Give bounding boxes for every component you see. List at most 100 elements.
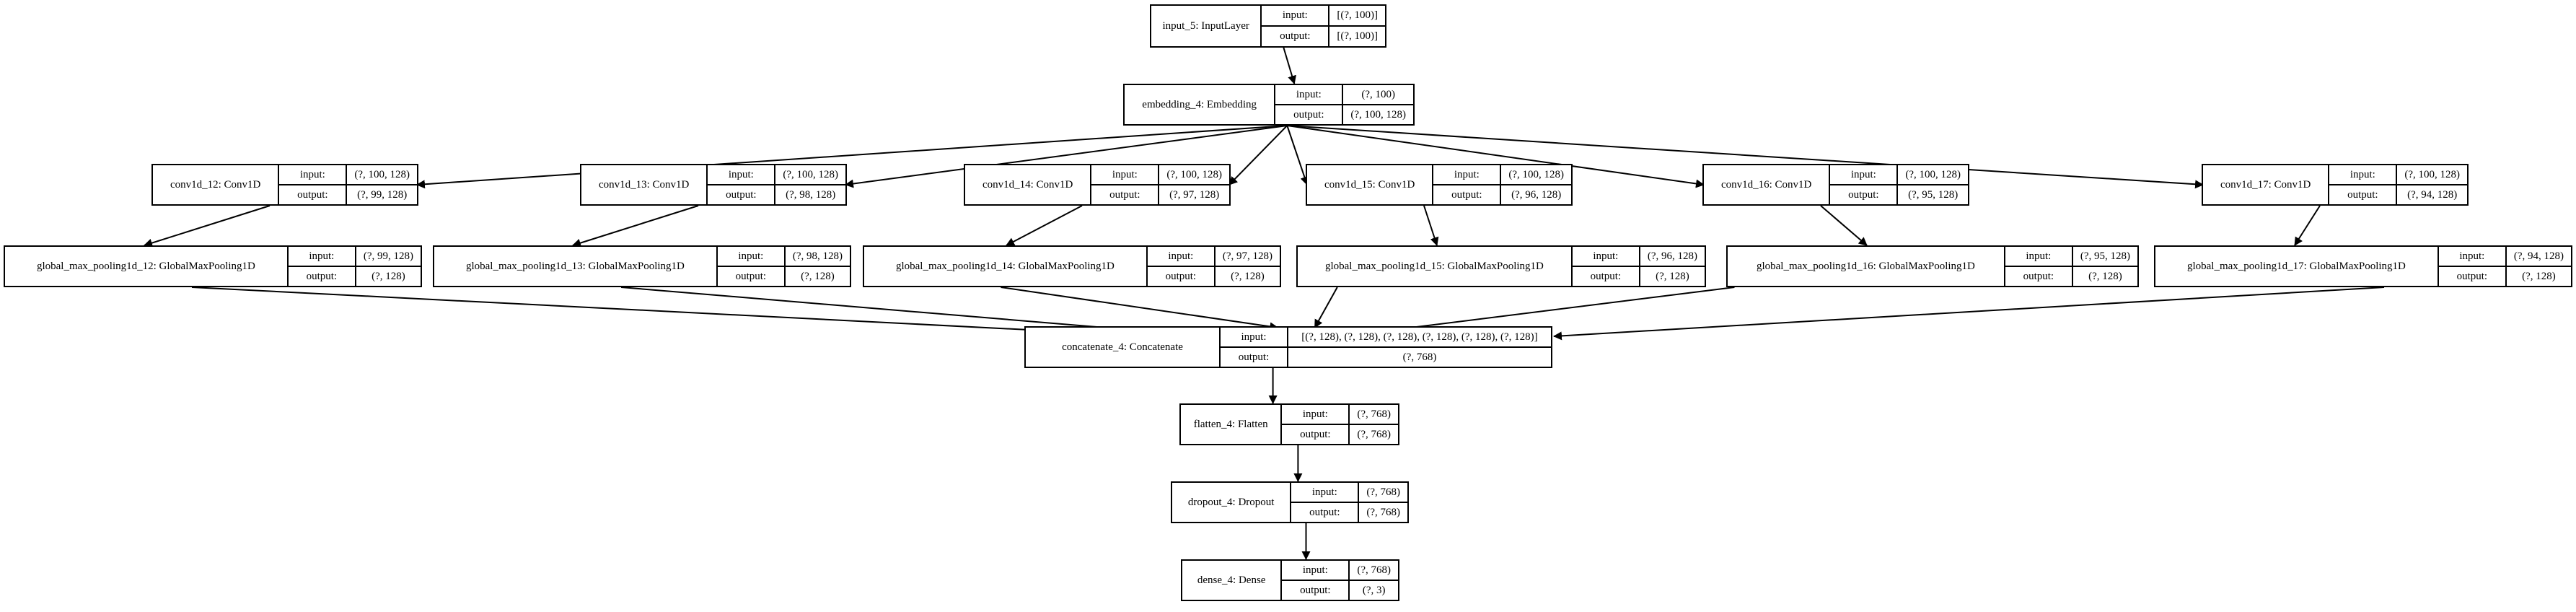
output-label: output:: [1282, 581, 1350, 600]
input-row: input:(?, 768): [1282, 405, 1398, 424]
edge-embedding_4-to-conv1d_14: [1228, 125, 1288, 185]
input-shape: (?, 95, 128): [2080, 250, 2130, 262]
layer-name: embedding_4: Embedding: [1125, 85, 1276, 124]
input-shape: (?, 100, 128): [1905, 168, 1961, 180]
edge-conv1d_13-to-gmp_13: [572, 205, 699, 248]
layer-node-gmp_17: global_max_pooling1d_17: GlobalMaxPoolin…: [2154, 245, 2572, 287]
output-row: output:(?, 128): [717, 266, 850, 286]
input-label: input:: [1091, 165, 1160, 184]
edge-conv1d_14-to-gmp_14: [1006, 205, 1083, 246]
layer-name: conv1d_12: Conv1D: [153, 165, 280, 204]
output-label: output:: [1091, 185, 1160, 204]
input-row: input:(?, 100, 128): [1830, 165, 1968, 184]
output-row: output:(?, 97, 128): [1091, 184, 1229, 204]
output-shape: (?, 99, 128): [357, 188, 408, 201]
layer-node-gmp_15: global_max_pooling1d_15: GlobalMaxPoolin…: [1296, 245, 1706, 287]
output-label: output:: [708, 185, 776, 204]
output-label: output:: [1433, 185, 1502, 204]
edge-gmp_17-to-concatenate_4: [1553, 287, 2385, 341]
input-row: input: (?, 100): [1275, 85, 1413, 104]
edge-embedding_4-to-conv1d_13: [845, 125, 1288, 188]
output-shape: (?, 3): [1362, 584, 1386, 596]
input-shape: [(?, 100)]: [1337, 9, 1378, 21]
input-label: input:: [1275, 85, 1344, 104]
input-label: input:: [1291, 483, 1360, 502]
layer-node-gmp_14: global_max_pooling1d_14: GlobalMaxPoolin…: [863, 245, 1281, 287]
input-row: input: (?, 98, 128): [718, 247, 850, 266]
output-shape: (?, 768): [1357, 428, 1391, 440]
output-row: output:(?, 99, 128): [279, 184, 417, 204]
output-label: output:: [289, 267, 356, 286]
layer-name: global_max_pooling1d_15: GlobalMaxPoolin…: [1298, 247, 1573, 286]
input-shape: (?, 94, 128): [2513, 250, 2564, 262]
output-shape: (?, 128): [2522, 270, 2556, 282]
input-shape: (?, 97, 128): [1222, 250, 1272, 262]
output-row: output: (?, 3): [1282, 580, 1398, 600]
layer-name: conv1d_17: Conv1D: [2203, 165, 2330, 204]
input-row: input:(?, 100, 128): [2329, 165, 2467, 184]
layer-node-gmp_12: global_max_pooling1d_12: GlobalMaxPoolin…: [4, 245, 422, 287]
input-row: input:(?, 100, 128): [708, 165, 845, 184]
output-row: output:(?, 128): [2438, 266, 2571, 286]
output-shape: (?, 768): [1366, 506, 1400, 518]
output-row: output:(?, 128): [2005, 266, 2137, 286]
output-shape: (?, 128): [801, 270, 835, 282]
input-label: input:: [1433, 165, 1502, 184]
input-label: input:: [1148, 247, 1216, 266]
layer-name: dropout_4: Dropout: [1172, 483, 1292, 522]
input-row: input:(?, 96, 128): [1573, 247, 1705, 266]
output-label: output:: [1262, 27, 1330, 46]
output-row: output:(?, 96, 128): [1433, 184, 1571, 204]
input-row: input:(?, 99, 128): [289, 247, 421, 266]
input-shape: [(?, 128), (?, 128), (?, 128), (?, 128),…: [1301, 331, 1538, 343]
input-row: input: (?, 97, 128): [1148, 247, 1280, 266]
input-label: input:: [1221, 328, 1288, 346]
layer-name: concatenate_4: Concatenate: [1026, 328, 1221, 367]
layer-name: global_max_pooling1d_16: GlobalMaxPoolin…: [1728, 247, 2005, 286]
layer-name: dense_4: Dense: [1182, 561, 1283, 600]
input-shape: (?, 100, 128): [354, 168, 410, 180]
output-row: output: (?, 768): [1291, 502, 1407, 522]
edge-conv1d_17-to-gmp_17: [2294, 205, 2321, 246]
input-shape: (?, 98, 128): [792, 250, 843, 262]
input-label: input:: [1262, 6, 1330, 25]
edge-gmp_14-to-concatenate_4: [1001, 287, 1279, 331]
edge-gmp_12-to-concatenate_4: [191, 287, 1157, 341]
output-label: output:: [1282, 425, 1350, 444]
input-shape: (?, 96, 128): [1647, 250, 1697, 262]
input-shape: (?, 100, 128): [783, 168, 838, 180]
edge-input_5-to-embedding_4: [1283, 47, 1296, 84]
input-shape: (?, 100, 128): [2404, 168, 2460, 180]
edge-embedding_4-to-conv1d_17: [1287, 125, 2204, 189]
output-shape: [(?, 100)]: [1337, 30, 1378, 42]
output-shape: (?, 98, 128): [786, 188, 836, 201]
input-shape: (?, 768): [1357, 408, 1391, 420]
input-row: input: (?, 100, 128): [279, 165, 417, 184]
input-shape: (?, 768): [1357, 564, 1391, 576]
edge-gmp_15-to-concatenate_4: [1314, 287, 1338, 328]
output-label: output:: [1573, 267, 1640, 286]
input-label: input:: [718, 247, 786, 266]
input-row: input: [(?, 100)]: [1262, 6, 1385, 25]
input-label: input:: [279, 165, 348, 184]
input-row: input: [(?, 128), (?, 128), (?, 128), (?,…: [1221, 328, 1551, 346]
output-label: output:: [1291, 503, 1360, 522]
input-shape: (?, 100): [1361, 88, 1395, 100]
input-row: input:(?, 768): [1291, 483, 1407, 502]
layer-node-gmp_13: global_max_pooling1d_13: GlobalMaxPoolin…: [433, 245, 851, 287]
output-shape: (?, 128): [372, 270, 405, 282]
layer-name: global_max_pooling1d_12: GlobalMaxPoolin…: [5, 247, 289, 286]
layer-name: global_max_pooling1d_13: GlobalMaxPoolin…: [434, 247, 718, 286]
output-row: output: (?, 768): [1282, 424, 1398, 444]
input-row: input:(?, 100, 128): [1091, 165, 1229, 184]
output-shape: (?, 100, 128): [1350, 108, 1406, 121]
input-row: input:(?, 100, 128): [1433, 165, 1571, 184]
